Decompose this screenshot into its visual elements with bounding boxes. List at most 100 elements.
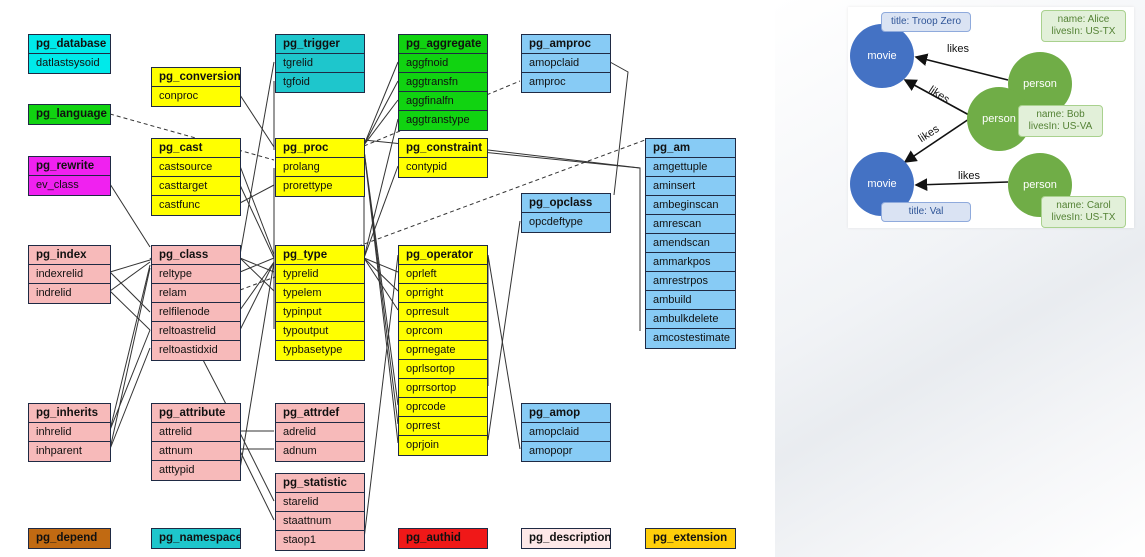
prop-title: title: Val: [908, 206, 944, 217]
table-pg-attrdef[interactable]: pg_attrdef adrelid adnum: [275, 403, 365, 462]
table-pg-rewrite[interactable]: pg_rewrite ev_class: [28, 156, 111, 196]
table-pg-extension[interactable]: pg_extension: [645, 528, 736, 549]
table-field: prolang: [276, 158, 364, 177]
table-title: pg_type: [276, 246, 364, 265]
prop-name: name: Carol: [1056, 200, 1111, 211]
table-field: adnum: [276, 442, 364, 461]
table-title: pg_amop: [522, 404, 610, 423]
table-title: pg_language: [29, 105, 110, 124]
table-field: starelid: [276, 493, 364, 512]
edge-bob-likes-movie2: [903, 118, 970, 163]
table-field: adrelid: [276, 423, 364, 442]
table-field: amrestrpos: [646, 272, 735, 291]
table-field: amrescan: [646, 215, 735, 234]
table-field: oprcode: [399, 398, 487, 417]
table-pg-index[interactable]: pg_index indexrelid indrelid: [28, 245, 111, 304]
table-title: pg_description: [522, 529, 610, 548]
table-title: pg_rewrite: [29, 157, 110, 176]
table-field: typoutput: [276, 322, 364, 341]
table-pg-amop[interactable]: pg_amop amopclaid amopopr: [521, 403, 611, 462]
table-pg-description[interactable]: pg_description: [521, 528, 611, 549]
table-field: aggtranstype: [399, 111, 487, 130]
table-field: oprcom: [399, 322, 487, 341]
node-movie-1[interactable]: movie: [850, 24, 914, 88]
table-pg-conversion[interactable]: pg_conversion conproc: [151, 67, 241, 107]
table-field: oprlsortop: [399, 360, 487, 379]
table-title: pg_inherits: [29, 404, 110, 423]
table-title: pg_amproc: [522, 35, 610, 54]
table-pg-attribute[interactable]: pg_attribute attrelid attnum atttypid: [151, 403, 241, 481]
prop-name: name: Bob: [1036, 109, 1085, 120]
table-title: pg_trigger: [276, 35, 364, 54]
table-field: relam: [152, 284, 240, 303]
property-graph-panel: movie movie person person person title: …: [848, 7, 1134, 228]
prop-lives-in: livesIn: US-TX: [1051, 26, 1116, 37]
table-field: prorettype: [276, 177, 364, 196]
table-pg-namespace[interactable]: pg_namespace: [151, 528, 241, 549]
table-field: oprleft: [399, 265, 487, 284]
edge-label: likes: [958, 170, 981, 182]
table-pg-aggregate[interactable]: pg_aggregate aggfnoid aggtransfn aggfina…: [398, 34, 488, 131]
edge-bob-likes-movie1: [903, 79, 970, 116]
prop-person-carol: name: Carol livesIn: US-TX: [1041, 196, 1126, 228]
table-field: ev_class: [29, 176, 110, 195]
table-pg-opclass[interactable]: pg_opclass opcdeftype: [521, 193, 611, 233]
table-title: pg_attrdef: [276, 404, 364, 423]
table-pg-depend[interactable]: pg_depend: [28, 528, 111, 549]
table-pg-cast[interactable]: pg_cast castsource casttarget castfunc: [151, 138, 241, 216]
table-pg-statistic[interactable]: pg_statistic starelid staattnum staop1: [275, 473, 365, 551]
table-field: amopclaid: [522, 54, 610, 73]
table-pg-trigger[interactable]: pg_trigger tgrelid tgfoid: [275, 34, 365, 93]
prop-title: title: Troop Zero: [890, 16, 962, 27]
table-field: typrelid: [276, 265, 364, 284]
table-pg-am[interactable]: pg_am amgettuple aminsert ambeginscan am…: [645, 138, 736, 349]
table-field: oprnegate: [399, 341, 487, 360]
table-pg-language[interactable]: pg_language: [28, 104, 111, 125]
table-pg-proc[interactable]: pg_proc prolang prorettype: [275, 138, 365, 197]
table-pg-class[interactable]: pg_class reltype relam relfilenode relto…: [151, 245, 241, 361]
table-field: staop1: [276, 531, 364, 550]
table-field: ambuild: [646, 291, 735, 310]
prop-lives-in: livesIn: US-TX: [1051, 212, 1116, 223]
table-field: opcdeftype: [522, 213, 610, 232]
prop-person-alice: name: Alice livesIn: US-TX: [1041, 10, 1126, 42]
table-title: pg_class: [152, 246, 240, 265]
table-field: ambulkdelete: [646, 310, 735, 329]
table-field: tgrelid: [276, 54, 364, 73]
table-title: pg_conversion: [152, 68, 240, 87]
table-field: conproc: [152, 87, 240, 106]
table-pg-type[interactable]: pg_type typrelid typelem typinput typout…: [275, 245, 365, 361]
table-pg-amproc[interactable]: pg_amproc amopclaid amproc: [521, 34, 611, 93]
table-field: castfunc: [152, 196, 240, 215]
table-field: contypid: [399, 158, 487, 177]
table-field: amcostestimate: [646, 329, 735, 348]
table-title: pg_namespace: [152, 529, 240, 548]
table-pg-constraint[interactable]: pg_constraint contypid: [398, 138, 488, 178]
table-pg-operator[interactable]: pg_operator oprleft oprright oprresult o…: [398, 245, 488, 456]
table-title: pg_proc: [276, 139, 364, 158]
table-title: pg_attribute: [152, 404, 240, 423]
table-title: pg_index: [29, 246, 110, 265]
table-field: amopclaid: [522, 423, 610, 442]
table-field: oprrsortop: [399, 379, 487, 398]
table-field: atttypid: [152, 461, 240, 480]
table-pg-authid[interactable]: pg_authid: [398, 528, 488, 549]
table-field: inhrelid: [29, 423, 110, 442]
prop-person-bob: name: Bob livesIn: US-VA: [1018, 105, 1103, 137]
table-pg-database[interactable]: pg_database datlastsysoid: [28, 34, 111, 74]
table-pg-inherits[interactable]: pg_inherits inhrelid inhparent: [28, 403, 111, 462]
table-field: attrelid: [152, 423, 240, 442]
table-field: typelem: [276, 284, 364, 303]
table-field: reltype: [152, 265, 240, 284]
prop-name: name: Alice: [1057, 14, 1110, 25]
table-field: typinput: [276, 303, 364, 322]
table-field: attnum: [152, 442, 240, 461]
table-field: aggfinalfn: [399, 92, 487, 111]
table-field: indrelid: [29, 284, 110, 303]
table-title: pg_opclass: [522, 194, 610, 213]
table-title: pg_operator: [399, 246, 487, 265]
edge-carol-likes-movie2: [914, 178, 1009, 192]
table-field: datlastsysoid: [29, 54, 110, 73]
table-field: staattnum: [276, 512, 364, 531]
edge-label: likes: [947, 43, 970, 55]
